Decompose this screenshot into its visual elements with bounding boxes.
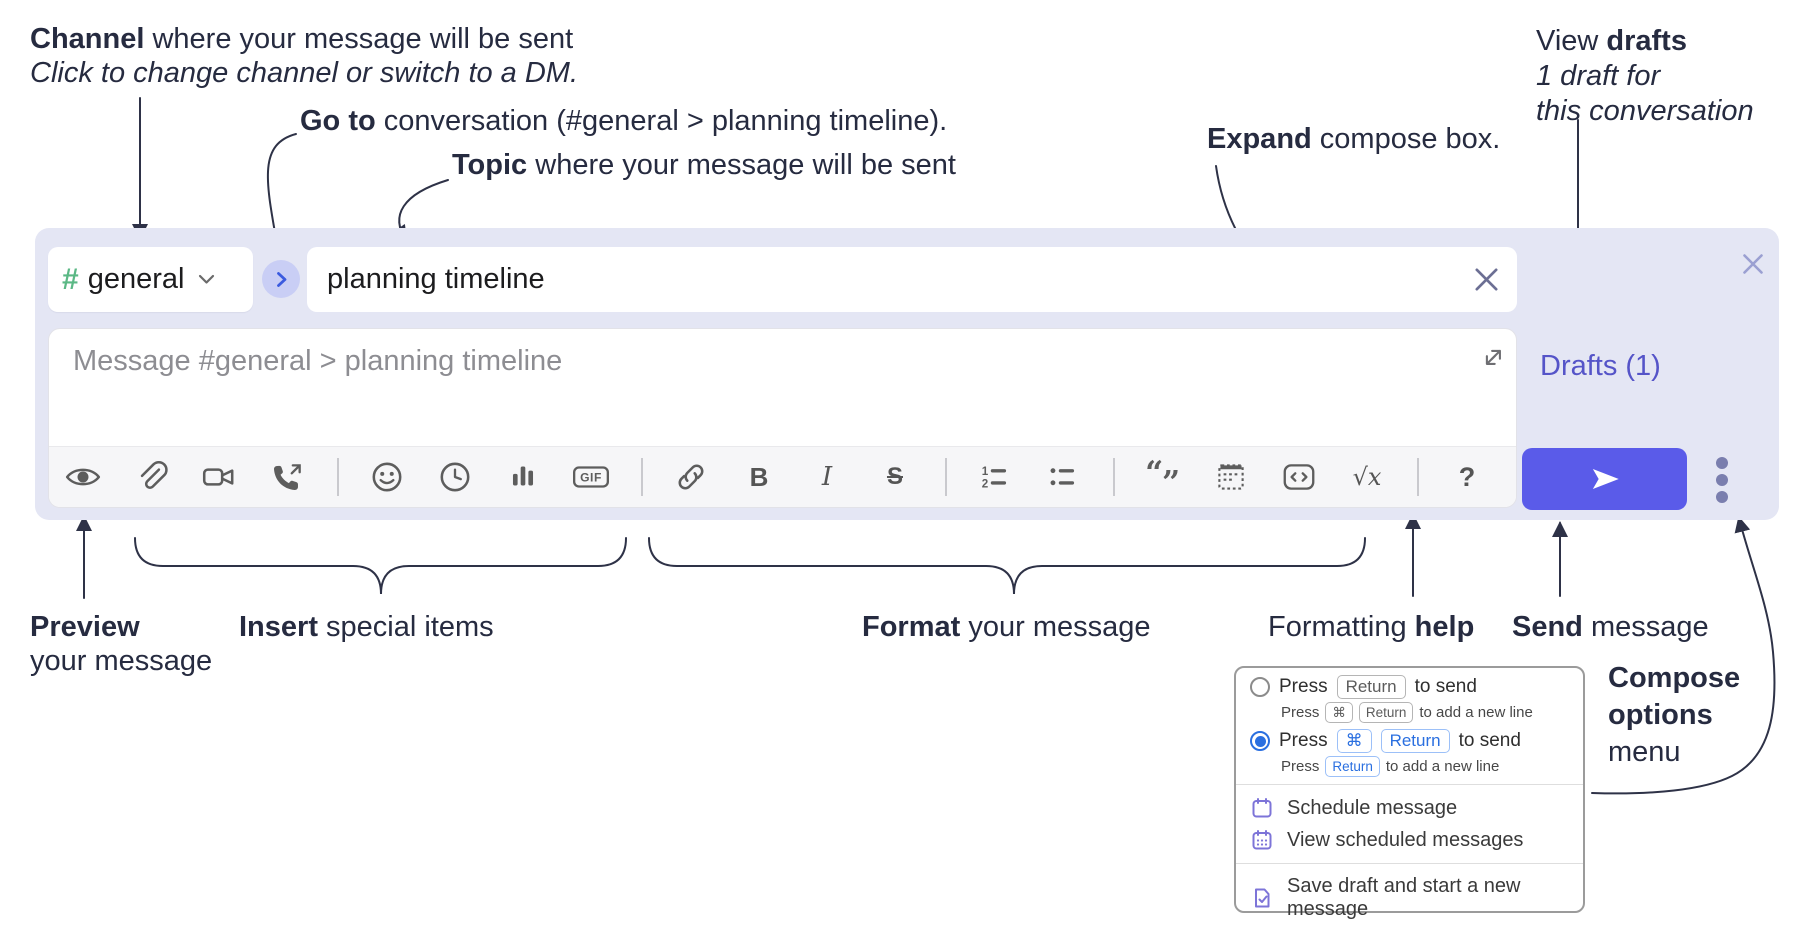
topic-annotation: Topic where your message will be sent (452, 149, 956, 181)
send-plane-icon (1586, 460, 1624, 498)
svg-text:”: ” (1162, 464, 1180, 496)
clear-topic-icon[interactable] (1474, 267, 1499, 292)
strikethrough-icon[interactable]: S (886, 463, 903, 490)
blockquote-icon[interactable]: “” (1143, 457, 1183, 497)
radio-selected-icon[interactable] (1250, 731, 1270, 751)
preview-icon[interactable] (63, 457, 103, 497)
compose-box: # general planning timeline Message #gen… (35, 228, 1779, 520)
svg-text:“: “ (1145, 458, 1163, 491)
snippet-icon[interactable] (1211, 457, 1251, 497)
toolbar-divider (1113, 458, 1115, 496)
toolbar-divider (641, 458, 643, 496)
message-box[interactable]: Message #general > planning timeline (48, 328, 1517, 508)
go-to-conversation-button[interactable] (262, 260, 300, 298)
chevron-down-icon (198, 274, 215, 285)
expand-annotation: Expand compose box. (1207, 123, 1501, 155)
format-annotation: Format your message (862, 611, 1151, 643)
compose-options-annotation: Compose options menu (1608, 662, 1741, 768)
link-icon[interactable] (671, 457, 711, 497)
toolbar-divider (337, 458, 339, 496)
goto-annotation: Go to conversation (#general > planning … (300, 105, 948, 137)
help-icon[interactable]: ? (1458, 461, 1476, 492)
calendar-grid-icon (1252, 830, 1272, 850)
channel-name: general (87, 263, 185, 295)
italic-icon[interactable]: I (821, 462, 833, 492)
message-placeholder: Message #general > planning timeline (73, 345, 563, 377)
drafts-link[interactable]: Drafts (1) (1540, 350, 1661, 382)
channel-annotation: Channel where your message will be sent … (30, 23, 579, 89)
radio-unselected-icon[interactable] (1250, 677, 1270, 697)
preview-annotation: Preview your message (30, 611, 213, 677)
option-cmd-return-to-send[interactable]: Press ⌘ Return to send (1236, 727, 1583, 753)
menu-divider (1236, 784, 1583, 785)
save-draft-icon (1255, 888, 1270, 908)
topic-value: planning timeline (327, 263, 545, 295)
menu-item-save-draft[interactable]: Save draft and start a new message (1236, 871, 1583, 925)
attachment-icon[interactable] (131, 457, 171, 497)
menu-item-view-scheduled[interactable]: View scheduled messages (1236, 824, 1583, 856)
bold-icon[interactable]: B (749, 461, 769, 492)
svg-text:2: 2 (982, 478, 988, 491)
option-cmd-return-sub-text: Press Return to add a new line (1281, 756, 1500, 777)
topic-input[interactable]: planning timeline (307, 247, 1517, 312)
call-icon[interactable] (267, 457, 307, 497)
svg-text:1: 1 (982, 465, 989, 478)
formula-icon[interactable]: √x (1352, 463, 1382, 491)
emoji-icon[interactable] (367, 457, 407, 497)
poll-icon[interactable] (503, 457, 543, 497)
chevron-right-icon (272, 270, 291, 289)
compose-options-menu: Press Return to send Press ⌘ Return to a… (1234, 666, 1585, 920)
code-block-icon[interactable] (1279, 457, 1319, 497)
send-annotation: Send message (1512, 611, 1709, 643)
kebab-menu-icon (1716, 457, 1728, 503)
toolbar-divider (1417, 458, 1419, 496)
insert-annotation: Insert special items (239, 611, 494, 643)
option-return-sub-text: Press ⌘ Return to add a new line (1281, 702, 1533, 723)
channel-selector[interactable]: # general (48, 247, 253, 312)
bullet-list-icon[interactable] (1043, 457, 1083, 497)
compose-options-button[interactable] (1706, 452, 1738, 508)
channel-hash-icon: # (62, 262, 79, 296)
drafts-annotation: View drafts 1 draft for this conversatio… (1536, 25, 1754, 127)
formatting-help-annotation: Formatting help (1268, 611, 1475, 643)
toolbar-divider (945, 458, 947, 496)
option-return-to-send[interactable]: Press Return to send (1236, 673, 1583, 699)
gif-icon[interactable]: GIF (571, 457, 611, 497)
close-icon[interactable] (1742, 252, 1764, 274)
menu-item-schedule-message[interactable]: Schedule message (1236, 792, 1583, 824)
menu-divider (1236, 863, 1583, 864)
send-button[interactable] (1522, 448, 1687, 510)
svg-text:GIF: GIF (580, 471, 602, 485)
calendar-icon (1252, 798, 1272, 818)
clock-icon[interactable] (435, 457, 475, 497)
expand-icon[interactable] (1477, 341, 1502, 366)
video-icon[interactable] (199, 457, 239, 497)
